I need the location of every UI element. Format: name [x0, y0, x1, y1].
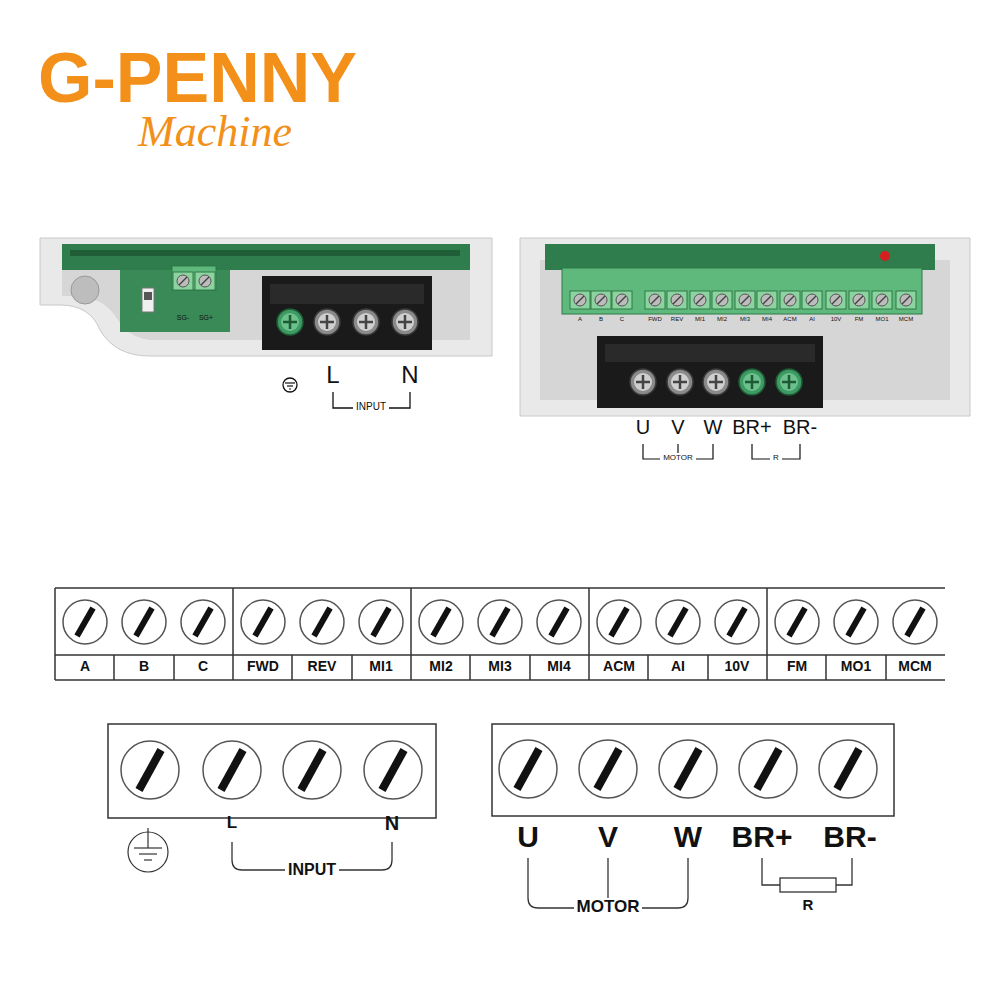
terminal-label: L — [326, 362, 339, 388]
group-label: MOTOR — [574, 898, 643, 917]
pin-label: B — [599, 316, 603, 323]
terminal-name: ACM — [603, 659, 635, 674]
pin-label: ACM — [783, 316, 796, 323]
pin-label: AI — [809, 316, 815, 323]
terminal-label: N — [385, 812, 399, 834]
brand-subtitle: Machine — [138, 108, 292, 156]
terminal-label: U — [517, 820, 539, 853]
pin-label: REV — [671, 316, 683, 323]
terminal-strip — [55, 588, 945, 680]
pin-label: A — [578, 316, 582, 323]
control-photo — [520, 238, 970, 459]
terminal-label: BR+ — [732, 416, 771, 438]
terminal-name: MCM — [898, 659, 931, 674]
terminal-label: W — [674, 820, 702, 853]
motor-block — [492, 724, 894, 908]
terminal-label: L — [227, 814, 237, 833]
terminal-name: FM — [787, 659, 807, 674]
terminal-label: BR- — [823, 820, 876, 853]
pin-label: 10V — [831, 316, 842, 323]
terminal-label: W — [704, 416, 723, 438]
pin-label: FM — [855, 316, 864, 323]
terminal-name: MO1 — [841, 659, 871, 674]
terminal-name: C — [198, 659, 208, 674]
terminal-label: N — [401, 362, 418, 388]
group-label: MOTOR — [660, 454, 696, 463]
group-label: R — [770, 454, 782, 463]
pin-label: MI2 — [717, 316, 727, 323]
terminal-name: MI4 — [547, 659, 570, 674]
pin-label: MI3 — [740, 316, 750, 323]
terminal-name: FWD — [247, 659, 279, 674]
pin-label: MO1 — [875, 316, 888, 323]
pin-label: MI1 — [695, 316, 705, 323]
terminal-label: V — [671, 416, 684, 438]
terminal-name: MI3 — [488, 659, 511, 674]
pin-label: SG- — [177, 314, 189, 322]
terminal-label: BR+ — [732, 820, 793, 853]
terminal-name: 10V — [725, 659, 750, 674]
pin-label: MI4 — [762, 316, 772, 323]
pin-label: MCM — [899, 316, 913, 323]
terminal-name: REV — [308, 659, 337, 674]
brand-title: G-PENNY — [38, 40, 357, 117]
terminal-label: V — [598, 820, 618, 853]
group-label: INPUT — [285, 861, 339, 879]
terminal-label: U — [636, 416, 650, 438]
pin-label: FWD — [648, 316, 662, 323]
terminal-name: MI1 — [369, 659, 392, 674]
input-block — [108, 724, 436, 872]
terminal-name: MI2 — [429, 659, 452, 674]
terminal-label: BR- — [783, 416, 817, 438]
terminal-name: AI — [671, 659, 685, 674]
strip-screws — [63, 600, 937, 644]
input-photo — [40, 238, 492, 408]
group-label: R — [803, 897, 814, 914]
pin-label: C — [620, 316, 624, 323]
terminal-name: A — [80, 659, 90, 674]
group-label: INPUT — [353, 401, 389, 412]
pin-label: SG+ — [199, 314, 213, 322]
terminal-name: B — [139, 659, 149, 674]
